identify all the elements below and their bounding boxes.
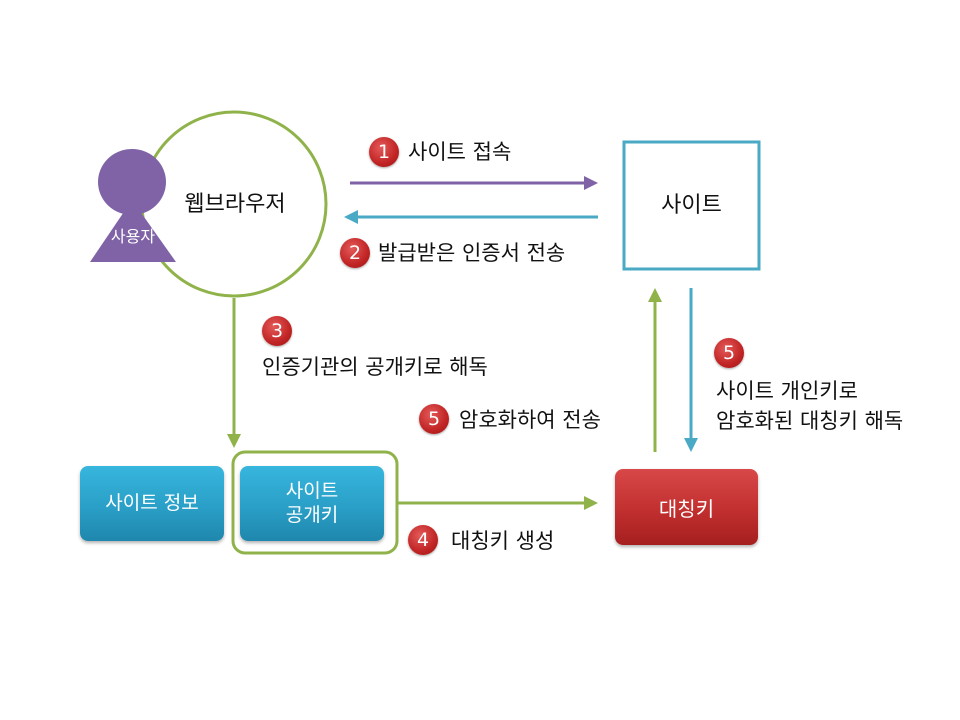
site-label: 사이트 — [661, 193, 722, 218]
person-icon — [90, 149, 176, 262]
arrow-decrypt-symmetric-key — [684, 288, 698, 452]
public-key-line1: 사이트 — [285, 479, 339, 502]
arrow-encrypt-and-send — [648, 288, 662, 452]
arrow-generate-symmetric-key — [398, 496, 598, 510]
site-info-label: 사이트 정보 — [105, 491, 199, 514]
symmetric-key-label: 대칭키 — [658, 496, 715, 521]
step-3-badge: 3 — [262, 316, 292, 346]
step-1-badge: 1 — [369, 137, 399, 167]
step-1-label: 사이트 접속 — [408, 140, 512, 164]
site-box-outline — [622, 140, 761, 271]
step-3-label: 인증기관의 공개키로 해독 — [262, 355, 488, 379]
step-2-label: 발급받은 인증서 전송 — [378, 241, 566, 265]
browser-label: 웹브라우저 — [184, 192, 286, 217]
step-5b-badge: 5 — [714, 338, 744, 368]
step-5a-badge: 5 — [419, 404, 449, 434]
step-2-badge: 2 — [340, 238, 370, 268]
step-4-label: 대칭키 생성 — [451, 529, 555, 553]
site-public-key-box: 사이트 공개키 — [240, 466, 384, 541]
step-4-badge: 4 — [408, 525, 438, 555]
step-5b-label-line2: 암호화된 대칭키 해독 — [716, 409, 904, 433]
step-5a-label: 암호화하여 전송 — [459, 408, 601, 432]
step-5b-label-line1: 사이트 개인키로 — [716, 379, 858, 403]
arrow-decrypt-with-ca-key — [227, 298, 241, 448]
symmetric-key-box: 대칭키 — [615, 469, 758, 545]
arrow-connect-site — [350, 176, 598, 190]
site-info-box: 사이트 정보 — [80, 466, 224, 541]
user-label: 사용자 — [110, 227, 156, 246]
public-key-highlight — [231, 450, 399, 555]
arrow-send-certificate — [344, 210, 598, 224]
public-key-line2: 공개키 — [285, 503, 339, 526]
